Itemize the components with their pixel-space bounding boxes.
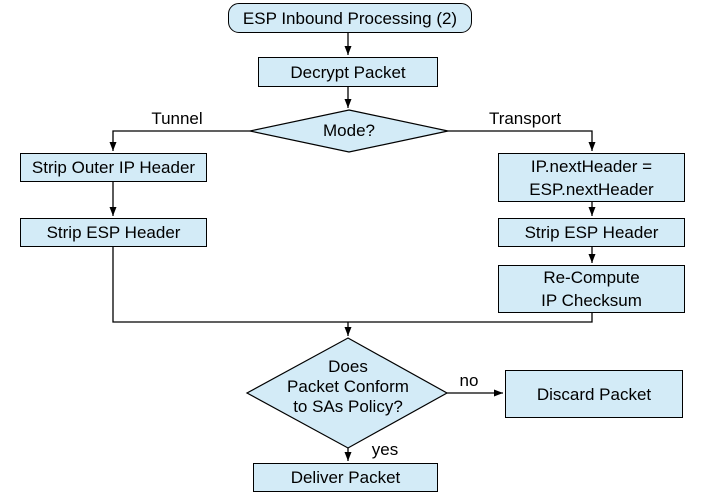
policy-diamond-line2: Packet Conform bbox=[287, 377, 409, 396]
node-strip-esp-header-left-label: Strip ESP Header bbox=[46, 223, 181, 242]
edge-left-merge bbox=[112, 247, 348, 323]
mode-diamond-label: Mode? bbox=[323, 121, 375, 140]
edge-right-merge bbox=[348, 313, 593, 323]
mode-decision-diamond bbox=[249, 109, 449, 153]
node-ip-nextheader-line1: IP.nextHeader = bbox=[530, 156, 653, 176]
node-strip-esp-header-right: Strip ESP Header bbox=[498, 218, 685, 247]
node-decrypt-packet-label: Decrypt Packet bbox=[290, 62, 406, 82]
node-deliver-packet: Deliver Packet bbox=[253, 463, 438, 492]
policy-diamond-line3: to SAs Policy? bbox=[293, 397, 403, 416]
node-recompute-checksum-line2: IP Checksum bbox=[541, 291, 642, 310]
policy-diamond-label: Does Packet Conform to SAs Policy? bbox=[248, 357, 448, 417]
node-start-label: ESP Inbound Processing (2) bbox=[242, 8, 458, 28]
node-strip-esp-header-right-label: Strip ESP Header bbox=[524, 223, 659, 242]
node-strip-esp-header-left: Strip ESP Header bbox=[20, 218, 207, 247]
node-start: ESP Inbound Processing (2) bbox=[228, 3, 472, 33]
edge-label-transport: Transport bbox=[488, 109, 562, 128]
node-strip-outer-ip-header-label: Strip Outer IP Header bbox=[31, 158, 196, 177]
policy-diamond-line1: Does bbox=[328, 357, 368, 376]
edge-tunnel-branch bbox=[109, 130, 250, 151]
node-decrypt-packet: Decrypt Packet bbox=[258, 57, 438, 87]
node-discard-packet-label: Discard Packet bbox=[536, 384, 652, 404]
node-ip-nextheader: IP.nextHeader = ESP.nextHeader bbox=[498, 153, 685, 202]
edge-label-tunnel: Tunnel bbox=[151, 109, 203, 128]
edge-label-yes: yes bbox=[371, 440, 399, 459]
node-discard-packet: Discard Packet bbox=[505, 370, 683, 418]
node-ip-nextheader-line2: ESP.nextHeader bbox=[529, 179, 654, 199]
node-strip-outer-ip-header: Strip Outer IP Header bbox=[20, 153, 207, 182]
node-recompute-checksum: Re-Compute IP Checksum bbox=[498, 265, 685, 313]
node-recompute-checksum-line1: Re-Compute bbox=[543, 268, 640, 287]
edge-label-no: no bbox=[459, 371, 479, 390]
edge-transport-branch bbox=[448, 130, 596, 151]
node-deliver-packet-label: Deliver Packet bbox=[290, 468, 401, 487]
